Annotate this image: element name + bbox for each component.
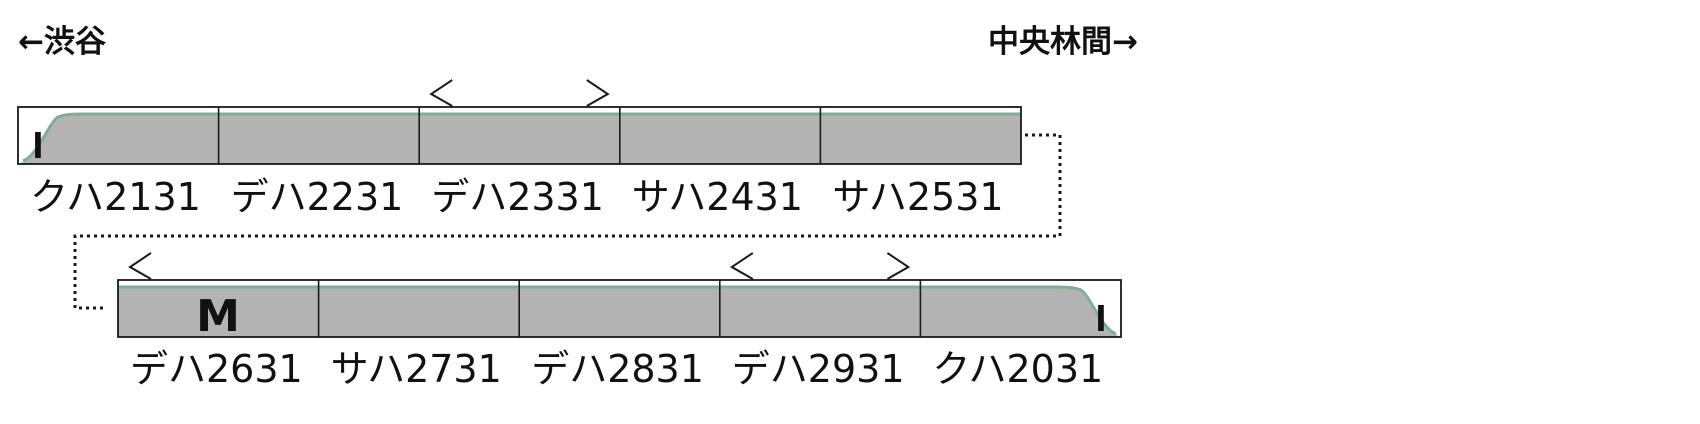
- row-connector-line: [73, 133, 1062, 310]
- car-body: [18, 114, 219, 164]
- mark-i: I: [1095, 298, 1106, 340]
- car-body: [118, 287, 319, 337]
- car-stripe: [22, 112, 219, 163]
- car-body: [218, 114, 420, 164]
- car-number-label: サハ2531: [832, 175, 1004, 219]
- pantograph-left-icon: [128, 252, 152, 280]
- car-body: [419, 114, 620, 164]
- car-number-label: クハ2031: [932, 347, 1104, 391]
- pantograph-right-icon: [886, 252, 911, 280]
- car-stripe: [920, 285, 1117, 336]
- pantograph-right-icon: [586, 79, 610, 107]
- train-row-outline: [117, 279, 1122, 338]
- car-number-label: サハ2731: [330, 347, 502, 391]
- mark-i: I: [32, 125, 43, 167]
- car-number-label: サハ2431: [631, 175, 803, 219]
- car-number-label: クハ2131: [30, 175, 201, 219]
- pantograph-left-icon: [729, 252, 754, 280]
- direction-right-label: 中央林間→: [988, 24, 1138, 60]
- train-row-outline: [17, 106, 1022, 165]
- car-number-label: デハ2631: [130, 347, 303, 391]
- car-body: [920, 287, 1121, 337]
- car-body: [318, 287, 520, 337]
- car-number-label: デハ2231: [230, 175, 404, 219]
- car-number-label: デハ2831: [531, 347, 704, 391]
- car-number-label: デハ2931: [731, 347, 905, 391]
- pantograph-left-icon: [429, 79, 453, 107]
- car-body: [619, 114, 821, 164]
- car-number-label: デハ2331: [431, 175, 604, 219]
- car-body: [519, 287, 720, 337]
- motor-mark: M: [196, 291, 240, 342]
- car-body: [820, 114, 1021, 164]
- direction-left-label: ←渋谷: [18, 24, 106, 60]
- car-body: [719, 287, 921, 337]
